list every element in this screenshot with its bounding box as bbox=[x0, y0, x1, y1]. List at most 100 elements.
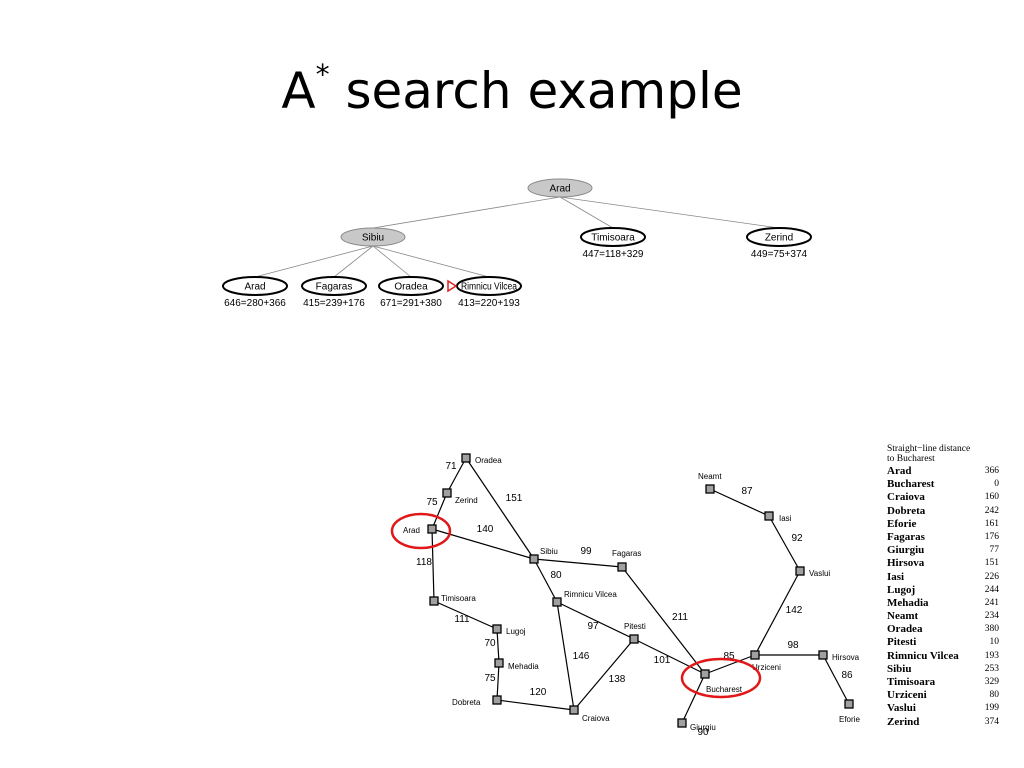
sld-row: Arad 366 bbox=[887, 465, 999, 478]
tree-node-label: Timisoara bbox=[591, 233, 635, 244]
road-distance-label: 99 bbox=[580, 546, 592, 557]
city-node-sibiu bbox=[529, 554, 539, 564]
sld-city: Urziceni bbox=[887, 689, 927, 702]
sld-city: Craiova bbox=[887, 491, 925, 504]
sld-distance: 380 bbox=[984, 624, 999, 635]
city-label: Lugoj bbox=[506, 627, 526, 636]
city-label: Oradea bbox=[475, 456, 502, 465]
sld-distance: 160 bbox=[984, 492, 999, 503]
sld-row: Rimnicu Vilcea 193 bbox=[887, 650, 999, 663]
road-sibiu-rimnicu bbox=[533, 558, 558, 603]
tree-node-arad2 bbox=[222, 276, 288, 296]
road-distance-label: 75 bbox=[484, 673, 496, 684]
road-pitesti-bucharest bbox=[633, 638, 706, 675]
tree-node-fagaras bbox=[301, 276, 367, 296]
sld-distance: 226 bbox=[984, 571, 999, 582]
sld-city: Mehadia bbox=[887, 596, 929, 609]
sld-city: Dobreta bbox=[887, 504, 926, 517]
road-distance-label: 70 bbox=[484, 638, 496, 649]
sld-city: Arad bbox=[887, 465, 912, 477]
road-oradea-zerind bbox=[446, 457, 467, 494]
sld-row: Dobreta 242 bbox=[887, 505, 999, 518]
sld-distance: 366 bbox=[984, 466, 999, 476]
city-label: Iasi bbox=[779, 514, 792, 523]
road-distance-label: 140 bbox=[477, 524, 494, 535]
tree-node-root-arad bbox=[527, 178, 593, 198]
sld-distance: 10 bbox=[989, 637, 1000, 648]
road-distance-label: 97 bbox=[587, 621, 599, 632]
tree-node-label: Zerind bbox=[765, 233, 793, 244]
city-label: Pitesti bbox=[624, 622, 646, 631]
tree-node-sibiu bbox=[340, 227, 406, 247]
tree-node-label: Sibiu bbox=[362, 233, 384, 244]
sld-distance: 241 bbox=[984, 597, 999, 608]
sld-distance: 374 bbox=[984, 716, 999, 727]
city-node-pitesti bbox=[629, 634, 639, 644]
sld-city: Eforie bbox=[887, 517, 917, 530]
sld-distance: 151 bbox=[984, 558, 999, 569]
tree-node-label: Oradea bbox=[394, 282, 428, 293]
sld-distance: 329 bbox=[984, 677, 999, 687]
sld-distance: 193 bbox=[984, 650, 999, 661]
sld-distance: 242 bbox=[984, 505, 999, 516]
tree-node-oradea bbox=[378, 276, 444, 296]
city-node-giurgiu bbox=[677, 718, 687, 728]
sld-row: Mehadia 241 bbox=[887, 597, 999, 610]
tree-node-f-value: 449=75+374 bbox=[751, 249, 808, 260]
sld-city: Rimnicu Vilcea bbox=[887, 649, 959, 662]
sld-city: Lugoj bbox=[887, 583, 916, 596]
tree-node-f-value: 646=280+366 bbox=[224, 298, 286, 309]
road-zerind-arad bbox=[431, 492, 448, 530]
road-mehadia-dobreta bbox=[496, 662, 500, 701]
sld-city: Bucharest bbox=[887, 478, 935, 491]
city-node-lugoj bbox=[492, 624, 502, 634]
road-distance-label: 98 bbox=[787, 640, 799, 651]
city-label: Neamt bbox=[698, 472, 722, 481]
highlight-circle-bucharest bbox=[680, 657, 762, 699]
road-distance-label: 211 bbox=[672, 612, 688, 623]
sld-header-line2: to Bucharest bbox=[887, 454, 935, 464]
sld-distance: 77 bbox=[989, 545, 1000, 556]
tree-edge bbox=[559, 196, 780, 229]
road-distance-label: 118 bbox=[416, 557, 432, 568]
city-label: Dobreta bbox=[452, 698, 481, 707]
sld-distance: 253 bbox=[984, 663, 999, 674]
road-distance-label: 146 bbox=[573, 651, 590, 662]
tree-node-label: Arad bbox=[244, 282, 265, 293]
tree-node-zerind bbox=[746, 227, 812, 247]
sld-city: Vaslui bbox=[887, 702, 916, 715]
sld-city: Neamt bbox=[887, 610, 919, 623]
road-distance-label: 87 bbox=[741, 486, 753, 497]
tree-node-f-value: 413=220+193 bbox=[458, 298, 520, 309]
city-node-vaslui bbox=[795, 566, 805, 576]
city-node-neamt bbox=[705, 484, 715, 494]
city-node-mehadia bbox=[494, 658, 504, 668]
city-node-rimnicu bbox=[552, 597, 562, 607]
road-bucharest-giurgiu bbox=[681, 673, 706, 724]
sld-city: Pitesti bbox=[887, 636, 917, 649]
title-rest: search example bbox=[329, 62, 743, 120]
sld-city: Iasi bbox=[887, 570, 905, 583]
sld-row: Pitesti 10 bbox=[887, 636, 999, 649]
road-craiova-pitesti bbox=[573, 638, 635, 711]
road-distance-label: 111 bbox=[454, 614, 470, 625]
city-node-oradea bbox=[461, 453, 471, 463]
tree-node-label: Rimnicu Vilcea bbox=[461, 282, 517, 293]
sld-city: Oradea bbox=[887, 623, 923, 636]
city-node-craiova bbox=[569, 705, 579, 715]
road-urziceni-vaslui bbox=[754, 570, 801, 656]
road-distance-label: 90 bbox=[697, 727, 709, 738]
road-hirsova-eforie bbox=[822, 654, 850, 705]
tree-node-f-value: 415=239+176 bbox=[303, 298, 365, 309]
city-node-dobreta bbox=[492, 695, 502, 705]
slide-title: A* search example bbox=[0, 58, 1024, 120]
